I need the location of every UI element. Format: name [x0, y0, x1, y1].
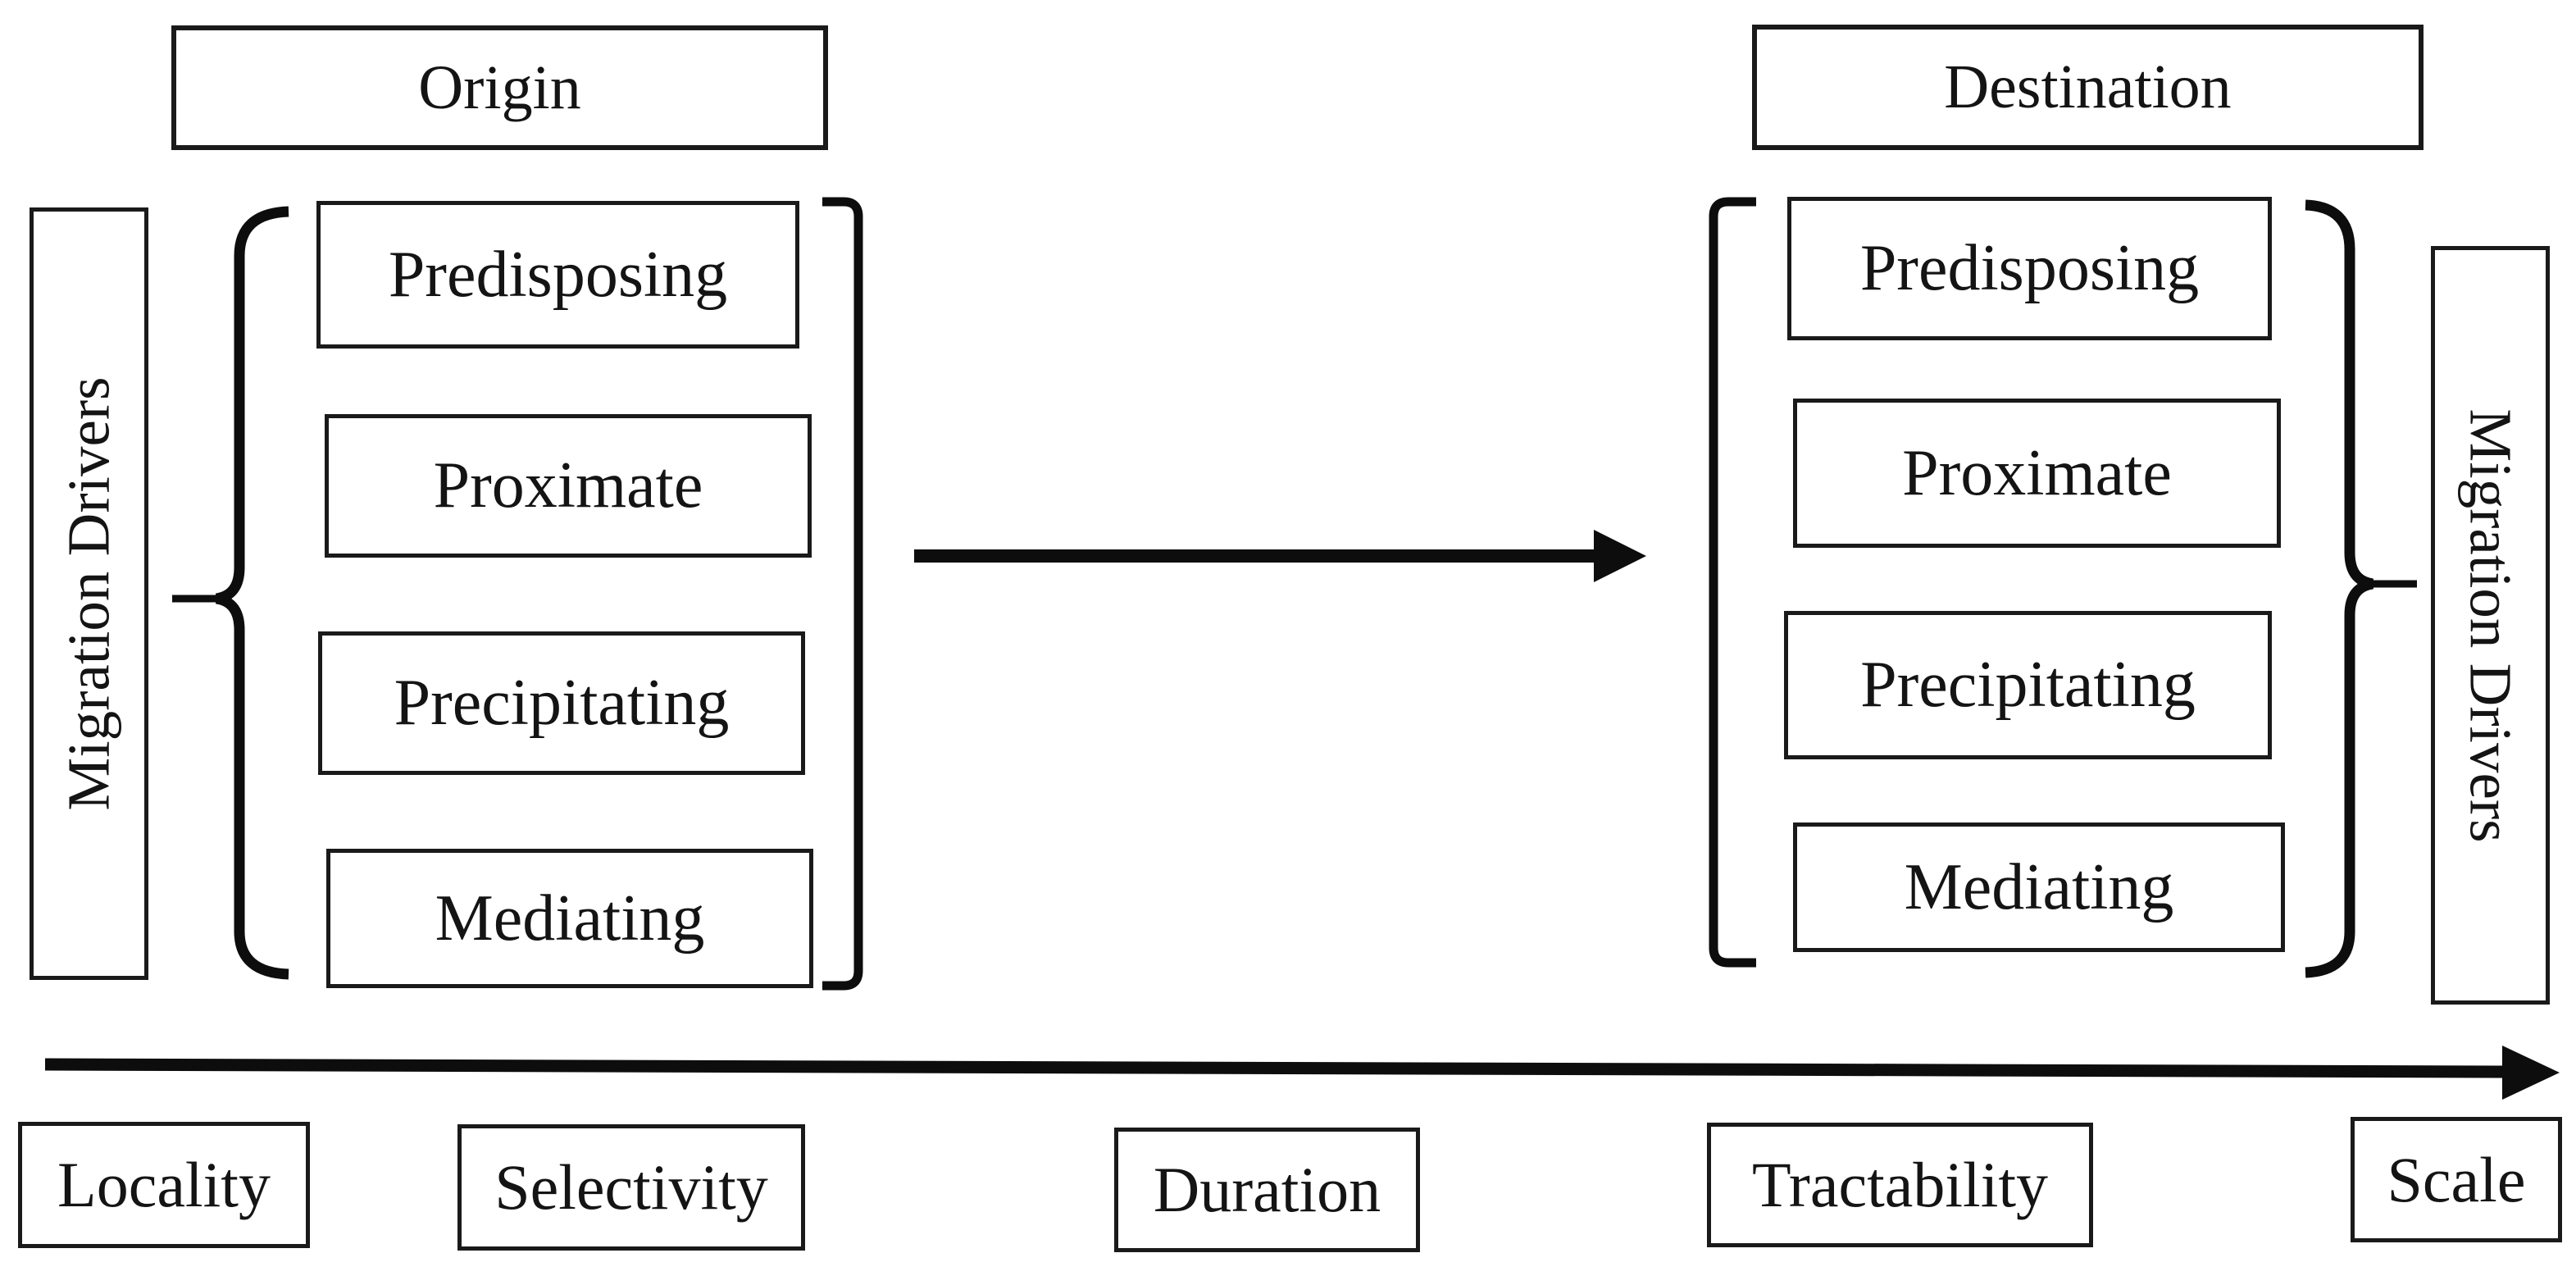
dimension-label: Tractability [1751, 1149, 2049, 1220]
driver-label: Predisposing [1859, 232, 2200, 304]
dimension-label: Scale [2387, 1143, 2526, 1215]
dimension-box-selectivity: Selectivity [457, 1124, 805, 1251]
origin-to-destination-arrow-head-icon [1594, 530, 1646, 582]
destination-driver-box-proximate: Proximate [1793, 399, 2281, 548]
origin-box: Origin [171, 25, 828, 150]
driver-label: Mediating [435, 882, 705, 955]
dimension-label: Selectivity [494, 1151, 768, 1223]
migration-drivers-left-label: Migration Drivers [55, 376, 122, 811]
left-curly-brace-icon [215, 206, 289, 980]
destination-driver-box-precipitating: Precipitating [1784, 611, 2272, 759]
dimension-box-scale: Scale [2351, 1117, 2562, 1242]
dimension-box-duration: Duration [1114, 1128, 1420, 1252]
destination-left-bracket-icon [1709, 197, 1756, 968]
origin-driver-box-predisposing: Predisposing [316, 201, 799, 349]
dimension-box-locality: Locality [18, 1122, 310, 1248]
dimension-box-tractability: Tractability [1707, 1123, 2093, 1247]
origin-right-bracket-icon [822, 197, 863, 991]
destination-label: Destination [1944, 52, 2232, 121]
origin-driver-box-precipitating: Precipitating [318, 631, 805, 775]
destination-driver-box-predisposing: Predisposing [1787, 197, 2272, 340]
dimension-label: Duration [1153, 1154, 1381, 1225]
dimension-label: Locality [57, 1149, 271, 1220]
origin-driver-box-mediating: Mediating [326, 849, 813, 988]
bottom-axis-arrow-line [44, 1058, 2508, 1078]
right-curly-brace-icon [2305, 199, 2374, 978]
migration-drivers-left-box: Migration Drivers [30, 207, 148, 980]
origin-label: Origin [418, 52, 581, 122]
driver-label: Proximate [433, 449, 703, 522]
driver-label: Proximate [1902, 436, 2172, 509]
migration-drivers-right-box: Migration Drivers [2431, 246, 2550, 1005]
origin-driver-box-proximate: Proximate [325, 414, 812, 558]
destination-driver-box-mediating: Mediating [1793, 822, 2285, 952]
driver-label: Predisposing [388, 238, 728, 311]
driver-label: Precipitating [1860, 649, 2196, 721]
driver-label: Precipitating [394, 667, 730, 739]
bottom-axis-arrow-head-icon [2502, 1046, 2560, 1100]
migration-drivers-right-label: Migration Drivers [2457, 408, 2524, 843]
driver-label: Mediating [1904, 850, 2174, 923]
destination-box: Destination [1752, 25, 2424, 150]
